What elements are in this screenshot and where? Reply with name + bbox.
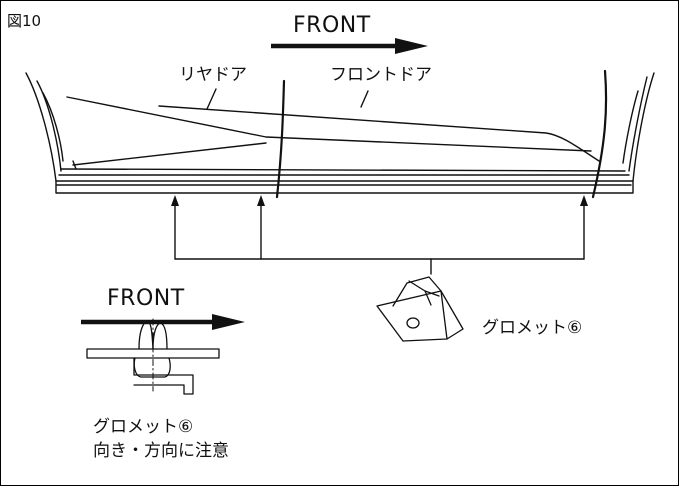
front-arrow-top <box>271 38 428 54</box>
grommet-section-detail <box>86 318 220 395</box>
figure-number: 図10 <box>7 12 42 30</box>
grommet-label: グロメット⑥ <box>482 318 583 338</box>
grommet-pointer-arrows <box>171 195 588 275</box>
front-arrow-detail <box>81 314 245 330</box>
front-label-top: FRONT <box>293 13 371 38</box>
rear-door-label: リヤドア <box>179 65 247 85</box>
detail-note-line1: グロメット⑥ <box>93 417 194 437</box>
grommet-part-icon <box>376 276 464 342</box>
front-label-detail: FRONT <box>107 286 185 311</box>
detail-note-line2: 向き・方向に注意 <box>93 441 229 461</box>
door-lower-outline <box>25 69 655 199</box>
front-door-label: フロントドア <box>330 65 432 85</box>
